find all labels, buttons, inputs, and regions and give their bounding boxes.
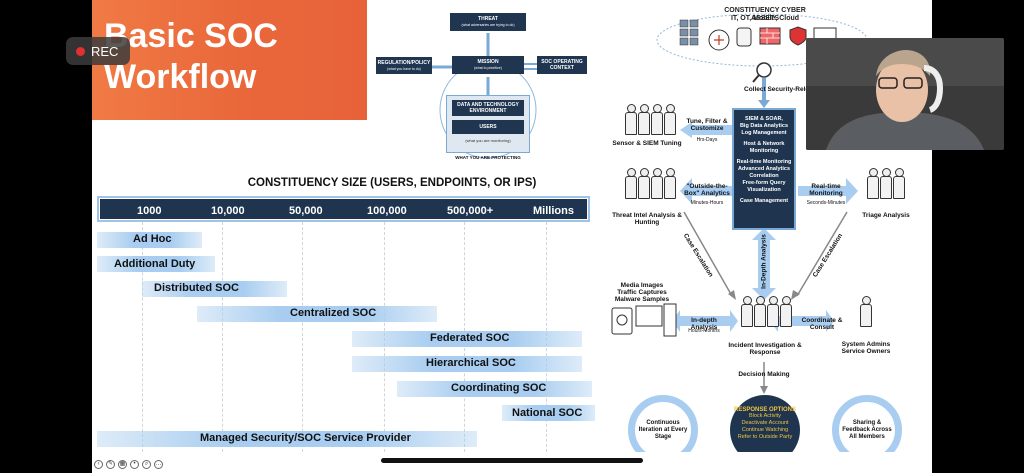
siem-line: SIEM & SOAR, <box>745 116 783 122</box>
response-item: Deactivate Account <box>741 420 789 426</box>
threat-label: THREAT <box>478 16 498 22</box>
collect-events-label: Collect Security-Relevant Events <box>744 86 846 93</box>
users-box: USERS <box>452 120 524 134</box>
back-icon[interactable]: ‹ <box>94 460 103 469</box>
siem-line: Case Management <box>739 198 789 204</box>
realtime-time: Seconds-Minutes <box>806 200 846 206</box>
protecting-label: WHAT YOU ARE PROTECTING <box>455 155 521 160</box>
incident-team <box>740 296 792 327</box>
webcam-feed <box>806 38 1004 150</box>
assets-title: CONSTITUENCY CYBER ASSETS <box>724 7 806 22</box>
band-centralized <box>197 306 437 322</box>
tune-label: Tune, Filter & Customize <box>686 118 728 132</box>
data-env-box: DATA AND TECHNOLOGY ENVIRONMENT <box>452 100 524 116</box>
band-federated <box>352 331 582 347</box>
siem-line: Big Data Analytics <box>739 123 789 129</box>
sensor-team <box>624 104 676 135</box>
home-indicator[interactable] <box>381 458 643 463</box>
band-hierarchical <box>352 356 582 372</box>
size-10000: 10,000 <box>211 205 245 217</box>
band-coordinating <box>397 381 592 397</box>
in-depth-vertical-label: In-Depth Analysis <box>760 234 768 289</box>
siem-box: SIEM & SOAR, Big Data Analytics Log Mana… <box>732 108 796 230</box>
response-item: Refer to Outside Party <box>737 434 793 440</box>
tune-time: Hrs-Days <box>696 137 718 143</box>
in-depth-label: In-depth Analysis <box>690 317 718 331</box>
band-distributed <box>142 281 287 297</box>
record-dot-icon <box>76 46 85 56</box>
slide-title-banner: Basic SOC Workflow <box>92 0 367 120</box>
siem-line: Visualization <box>747 187 781 193</box>
sysadmin-person <box>859 296 872 327</box>
band-label-ad-hoc: Ad Hoc <box>133 233 172 245</box>
mission-label: MISSION <box>477 59 499 65</box>
coordinate-label: Coordinate & Consult <box>801 317 843 331</box>
size-100000: 100,000 <box>367 205 407 217</box>
in-depth-time: Hours-Months <box>688 328 720 334</box>
siem-line: Real-time Monitoring <box>736 159 792 165</box>
threat-intel-team <box>624 168 676 199</box>
band-label-additional-duty: Additional Duty <box>114 258 196 270</box>
band-label-federated: Federated SOC <box>430 332 510 344</box>
size-millions: Millions <box>533 205 574 217</box>
triage-team <box>866 168 905 199</box>
regulation-sub: (what you have to do) <box>387 66 421 71</box>
zoom-icon[interactable]: ⌕ <box>142 460 151 469</box>
size-50000: 50,000 <box>289 205 323 217</box>
constituency-size-header: 1000 10,000 50,000 100,000 500,000+ Mill… <box>97 196 590 222</box>
recording-indicator[interactable]: REC <box>66 37 130 65</box>
threat-intel-label: Threat Intel Analysis & Hunting <box>612 212 682 226</box>
band-ad-hoc <box>97 232 202 248</box>
regulation-box: REGULATION/POLICY (what you have to do) <box>376 57 432 74</box>
band-label-national: National SOC <box>512 407 583 419</box>
pen-icon[interactable]: ✎ <box>106 460 115 469</box>
response-item: Continue Watching <box>741 427 789 433</box>
band-additional-duty <box>97 256 215 272</box>
slide-title-line1: Basic SOC <box>104 17 278 55</box>
siem-line: Monitoring <box>749 148 779 154</box>
mission-box: MISSION (what to prioritize) <box>452 56 524 74</box>
size-500000: 500,000+ <box>447 205 494 217</box>
context-box: SOC OPERATING CONTEXT <box>537 56 587 74</box>
siem-line: Free-form Query <box>742 180 786 186</box>
siem-line: Correlation <box>749 173 779 179</box>
constituency-size-title: CONSTITUENCY SIZE (USERS, ENDPOINTS, OR … <box>247 177 537 189</box>
realtime-label: Real-time Monitoring <box>809 183 843 197</box>
response-item: Block Activity <box>748 413 782 419</box>
decision-label: Decision Making <box>738 371 790 378</box>
monitoring-note: (what you are monitoring) <box>465 138 511 143</box>
band-label-distributed: Distributed SOC <box>154 282 239 294</box>
threat-box: THREAT (what adversaries are trying to d… <box>450 13 526 31</box>
assets-subtitle: IT, OT, Mobile, Cloud <box>730 15 800 22</box>
outside-box-time: Minutes-Hours <box>690 200 724 206</box>
band-mssp <box>97 431 477 447</box>
siem-line: Log Management <box>741 130 787 136</box>
protecting-area: DATA AND TECHNOLOGY ENVIRONMENT USERS (w… <box>446 95 530 153</box>
slide-title-line2: Workflow <box>104 58 257 96</box>
mission-sub: (what to prioritize) <box>474 66 502 70</box>
outside-box-label: "Outside-the-Box" Analytics <box>684 183 730 197</box>
band-national <box>502 405 595 421</box>
grid-icon[interactable]: ▦ <box>118 460 127 469</box>
band-label-mssp: Managed Security/SOC Service Provider <box>200 432 411 444</box>
pointer-icon[interactable]: • <box>130 460 139 469</box>
siem-line: Host & Network <box>743 141 785 147</box>
sysadmins-label: System Admins Service Owners <box>841 341 891 355</box>
sensor-label: Sensor & SIEM Tuning <box>612 140 682 147</box>
recording-label: REC <box>91 43 119 59</box>
band-label-hierarchical: Hierarchical SOC <box>426 357 516 369</box>
size-1000: 1000 <box>137 205 162 217</box>
media-label: Media Images Traffic Captures Malware Sa… <box>614 282 670 303</box>
triage-label: Triage Analysis <box>862 212 910 219</box>
more-icon[interactable]: … <box>154 460 163 469</box>
response-title: RESPONSE OPTIONS <box>733 407 796 413</box>
incident-label: Incident Investigation & Response <box>728 342 802 356</box>
band-label-centralized: Centralized SOC <box>290 307 377 319</box>
siem-line: Advanced Analytics <box>737 166 791 172</box>
band-label-coordinating: Coordinating SOC <box>451 382 547 394</box>
threat-sub: (what adversaries are trying to do) <box>461 23 515 27</box>
presenter-video <box>806 38 1004 150</box>
regulation-label: REGULATION/POLICY <box>377 59 431 66</box>
